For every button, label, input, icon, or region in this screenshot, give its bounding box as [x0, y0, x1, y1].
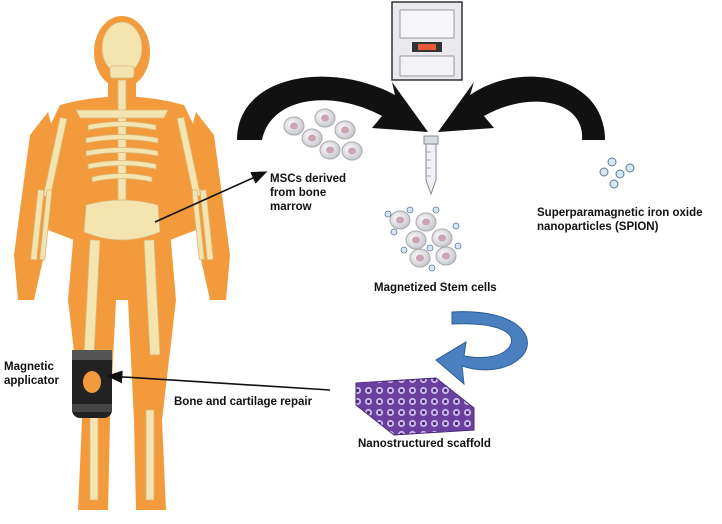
- label-spion-line2: nanoparticles (SPION): [537, 221, 659, 233]
- label-spion: Superparamagnetic iron oxide nanoparticl…: [537, 206, 703, 234]
- label-magnetized-stem-cells: Magnetized Stem cells: [374, 282, 497, 294]
- label-mscs-line2: from bone: [270, 187, 327, 199]
- human-body-figure: [14, 16, 230, 510]
- nanostructured-scaffold: [355, 377, 475, 436]
- label-magnetic-line2: applicator: [4, 375, 59, 387]
- centrifuge-device: [391, 1, 463, 81]
- label-bone-cartilage-repair: Bone and cartilage repair: [174, 396, 313, 408]
- test-tube: [423, 135, 439, 196]
- label-mscs: MSCs derived from bone marrow: [270, 172, 346, 214]
- blue-curved-arrow: [435, 311, 528, 386]
- label-magnetic-line1: Magnetic: [4, 361, 54, 373]
- arrow-scaffold-to-knee: [106, 370, 331, 391]
- label-mscs-line3: marrow: [270, 201, 312, 213]
- magnetized-stem-cells: [384, 206, 462, 272]
- spion-particles: [599, 157, 635, 189]
- arrow-bone-marrow-to-mscs: [154, 171, 268, 223]
- label-mscs-line1: MSCs derived: [270, 173, 347, 185]
- curved-arrows: [237, 76, 605, 140]
- label-nanostructured-scaffold: Nanostructured scaffold: [358, 438, 491, 450]
- label-magnetic-applicator: Magnetic applicator: [4, 360, 59, 388]
- label-spion-line1: Superparamagnetic iron oxide: [537, 207, 703, 219]
- knee-brace: [72, 350, 112, 418]
- msc-cells: [283, 108, 363, 161]
